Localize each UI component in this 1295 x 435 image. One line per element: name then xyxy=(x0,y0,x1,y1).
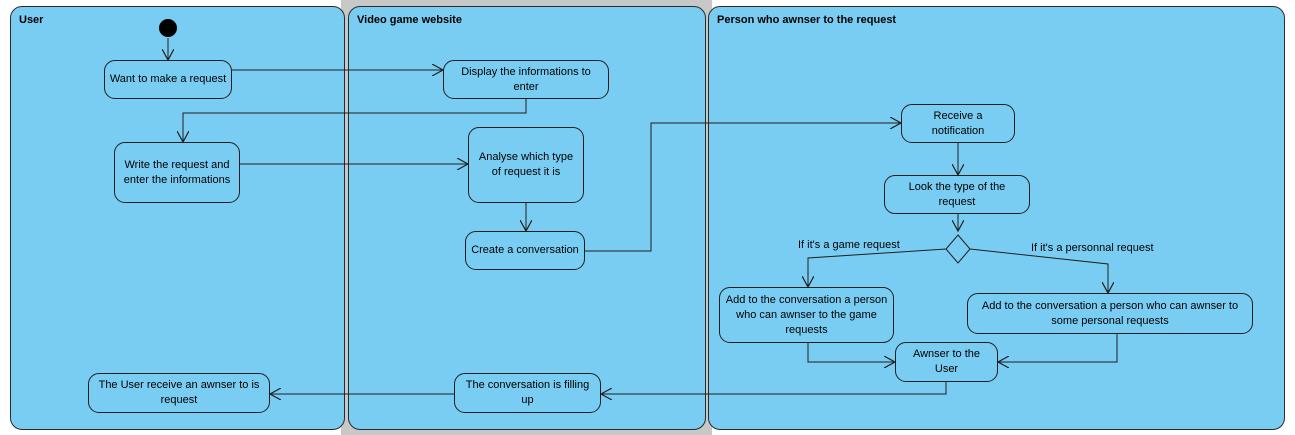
action-add-personal-person[interactable]: Add to the conversation a person who can… xyxy=(967,293,1253,334)
swimlane-website-title: Video game website xyxy=(357,14,462,26)
edge-awnser-to-filling xyxy=(601,382,947,394)
swimlane-responder-title: Person who awnser to the request xyxy=(717,14,897,26)
swimlane-user-title: User xyxy=(19,14,44,26)
action-user-receive[interactable]: The User receive an awnser to is request xyxy=(88,373,270,413)
edge-decision-to-game xyxy=(808,248,947,287)
edge-game-to-awnser xyxy=(807,343,895,362)
guard-game-request: If it's a game request xyxy=(798,239,900,251)
edge-personal-to-awnser xyxy=(998,334,1118,362)
action-awnser-user[interactable]: Awnser to the User xyxy=(895,342,998,382)
edge-display-to-write xyxy=(183,99,527,142)
initial-node xyxy=(159,19,177,37)
action-analyse-type[interactable]: Analyse which type of request it is xyxy=(468,127,584,203)
action-receive-notification[interactable]: Receive a notification xyxy=(901,104,1015,143)
action-add-game-person[interactable]: Add to the conversation a person who can… xyxy=(719,287,894,343)
edge-decision-to-personal xyxy=(969,248,1108,293)
guard-personal-request: If it's a personnal request xyxy=(1031,242,1154,254)
action-create-conversation[interactable]: Create a conversation xyxy=(465,231,585,270)
action-conversation-filling[interactable]: The conversation is filling up xyxy=(454,373,601,413)
action-display-info[interactable]: Display the informations to enter xyxy=(443,60,609,99)
edge-create-to-receive xyxy=(585,123,901,252)
action-write-request[interactable]: Write the request and enter the informat… xyxy=(114,142,240,203)
action-want-request[interactable]: Want to make a request xyxy=(104,60,232,99)
action-look-type[interactable]: Look the type of the request xyxy=(884,175,1030,214)
decision-node xyxy=(945,234,971,264)
